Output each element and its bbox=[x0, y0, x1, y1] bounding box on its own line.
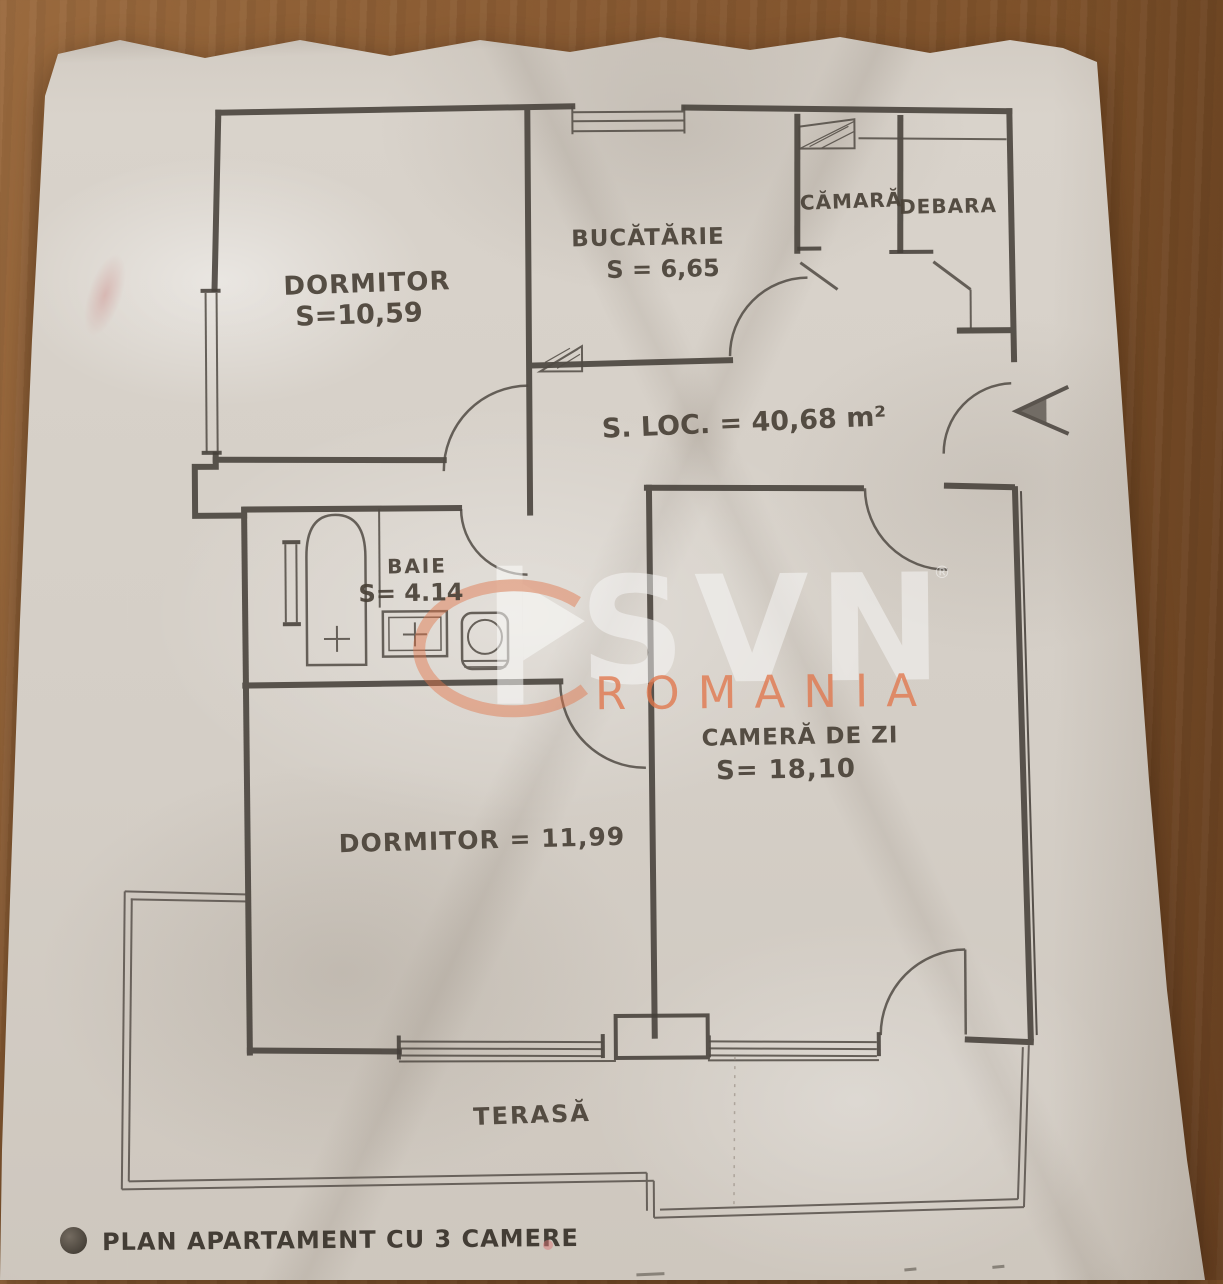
door-camara bbox=[799, 261, 839, 291]
label-bucatarie-name: BUCĂTĂRIE bbox=[570, 223, 726, 253]
watermark-registered-icon: ® bbox=[933, 563, 951, 583]
label-debara: DEBARA bbox=[898, 193, 998, 219]
windows bbox=[204, 105, 1007, 1063]
door-dormitor1 bbox=[442, 384, 529, 472]
door-baie bbox=[459, 509, 528, 576]
door-arcs bbox=[442, 260, 1012, 1036]
label-dormitor1-area: S=10,59 bbox=[294, 297, 424, 333]
label-bucatarie-area: S = 6,65 bbox=[606, 254, 720, 284]
walls bbox=[191, 103, 1034, 1056]
door-entry bbox=[942, 381, 1012, 454]
terrace-parapet bbox=[120, 890, 1030, 1219]
label-dormitor1-name: DORMITOR bbox=[282, 266, 452, 302]
label-camera-de-zi-name: CAMERĂ DE ZI bbox=[701, 722, 899, 752]
hatch-symbols bbox=[536, 118, 856, 373]
plan-caption: PLAN APARTAMENT CU 3 CAMERE bbox=[60, 1223, 579, 1257]
door-debara bbox=[932, 260, 972, 291]
facade-pier bbox=[613, 1013, 710, 1060]
watermark-region: ROMANIA bbox=[594, 663, 936, 721]
entry-arrow-icon bbox=[1011, 384, 1070, 436]
bathtub-icon bbox=[305, 513, 368, 667]
door-bucatarie bbox=[728, 276, 808, 357]
caption-bullet-icon bbox=[60, 1226, 87, 1254]
label-baie-area: S= 4.14 bbox=[358, 578, 464, 608]
label-baie-name: BAIE bbox=[386, 553, 448, 579]
paper-marks bbox=[636, 1057, 1005, 1277]
camara-shelf-icon bbox=[798, 118, 856, 150]
door-camera-de-zi bbox=[863, 488, 948, 571]
label-camara: CĂMARĂ bbox=[799, 187, 903, 215]
sink-icon bbox=[381, 609, 449, 658]
caption-text: PLAN APARTAMENT CU 3 CAMERE bbox=[101, 1223, 579, 1257]
door-terasa bbox=[879, 948, 966, 1036]
door-dormitor2 bbox=[559, 683, 646, 770]
svn-logo-icon bbox=[413, 565, 589, 718]
label-terasa: TERASĂ bbox=[472, 1098, 592, 1132]
label-camera-de-zi-area: S= 18,10 bbox=[715, 753, 857, 787]
